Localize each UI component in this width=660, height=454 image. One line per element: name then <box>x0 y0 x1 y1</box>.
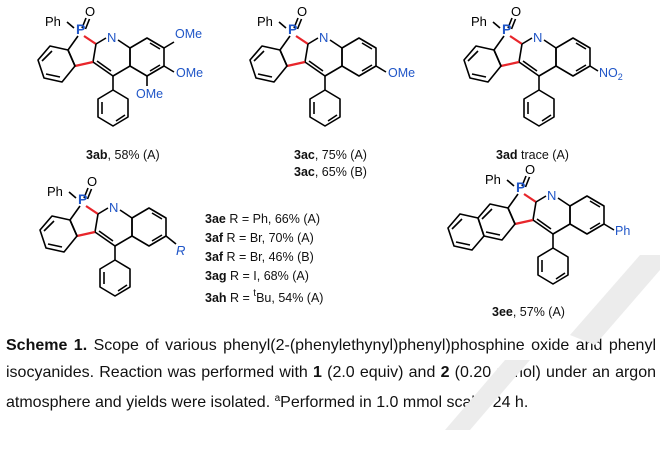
label-3ac-a: 3ac, 75% (A) <box>294 148 367 162</box>
label-3ac-b: 3ac, 65% (B) <box>294 165 367 179</box>
atom-p: P <box>76 21 85 37</box>
atom-p: P <box>78 191 87 207</box>
atom-ph: Ph <box>45 14 61 29</box>
atom-ph: Ph <box>47 184 63 199</box>
label-3ae: 3ae R = Ph, 66% (A) <box>205 212 320 226</box>
substituent-ome-1: OMe <box>175 27 202 41</box>
atom-p: P <box>516 179 525 195</box>
label-3ah: 3ah R = tBu, 54% (A) <box>205 288 324 305</box>
atom-ph: Ph <box>485 172 501 187</box>
structure-3ad: Ph P O N NO2 <box>462 4 623 128</box>
atom-o: O <box>87 174 97 189</box>
structure-3ab: Ph P O N OMe OMe OMe <box>36 4 203 128</box>
atom-n: N <box>109 200 118 215</box>
atom-o: O <box>525 162 535 177</box>
substituent-ome: OMe <box>388 66 415 80</box>
label-3ee: 3ee, 57% (A) <box>492 305 565 319</box>
substituent-ph: Ph <box>615 224 630 238</box>
atom-n: N <box>547 188 556 203</box>
atom-ph: Ph <box>471 14 487 29</box>
substituent-no2: NO2 <box>599 66 623 82</box>
atom-n: N <box>107 30 116 45</box>
label-3af-b: 3af R = Br, 46% (B) <box>205 250 314 264</box>
structure-3ac: Ph P O N OMe <box>248 4 415 128</box>
scheme-caption: Scheme 1. Scope of various phenyl(2-(phe… <box>6 337 657 411</box>
substituent-ome-3: OMe <box>136 87 163 101</box>
atom-o: O <box>511 4 521 19</box>
structure-3ee: Ph P O N Ph <box>447 162 630 286</box>
atom-o: O <box>85 4 95 19</box>
structure-3ae-3ah: Ph P O N R <box>38 174 185 298</box>
atom-o: O <box>297 4 307 19</box>
atom-p: P <box>502 21 511 37</box>
reaction-scheme: Ph P O N OMe OMe OMe Ph P O N OMe Ph P O… <box>36 4 630 298</box>
atom-p: P <box>288 21 297 37</box>
atom-ph: Ph <box>257 14 273 29</box>
substituent-ome-2: OMe <box>176 66 203 80</box>
label-3ag: 3ag R = I, 68% (A) <box>205 269 309 283</box>
atom-n: N <box>533 30 542 45</box>
substituent-r: R <box>176 243 185 258</box>
atom-n: N <box>319 30 328 45</box>
label-3af-a: 3af R = Br, 70% (A) <box>205 231 314 245</box>
label-3ad: 3ad trace (A) <box>496 148 569 162</box>
label-3ab: 3ab, 58% (A) <box>86 148 160 162</box>
